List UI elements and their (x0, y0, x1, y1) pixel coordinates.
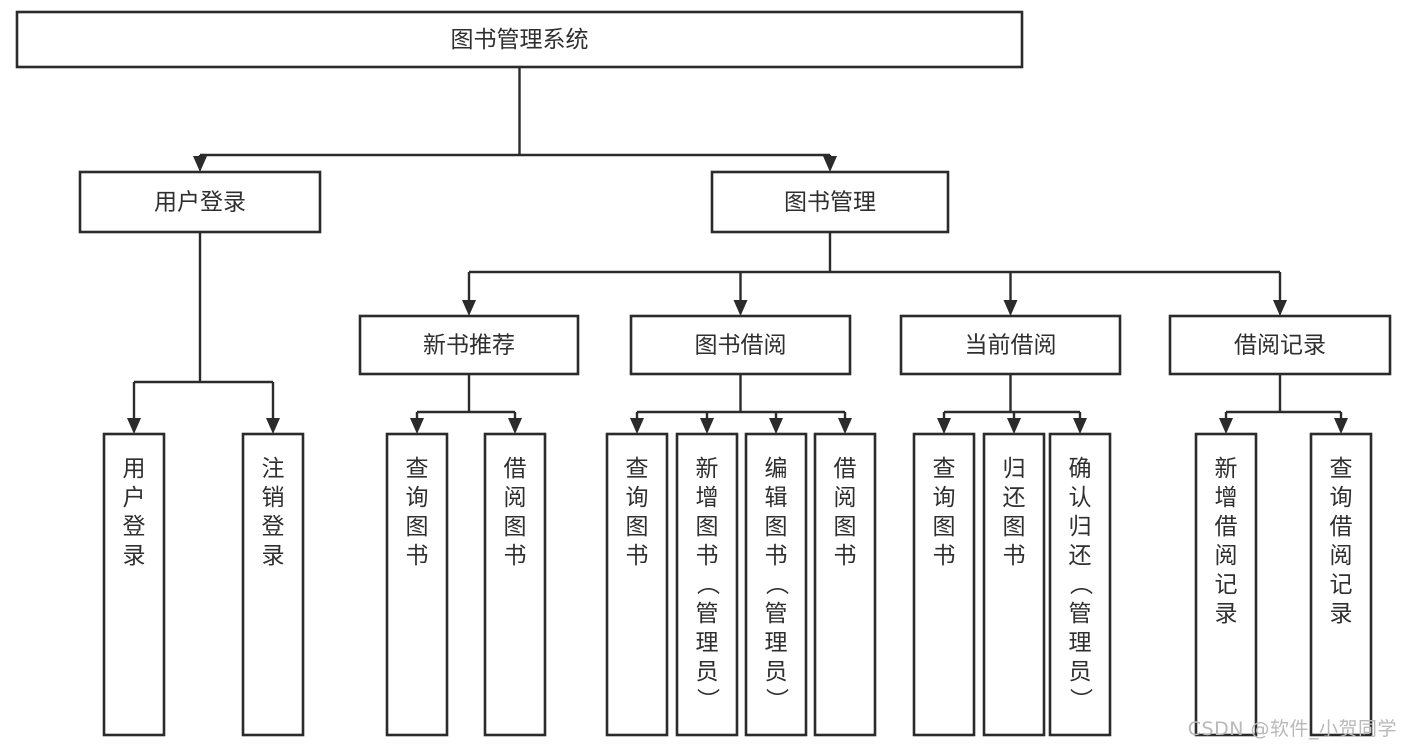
arrow-head-icon (508, 418, 522, 434)
arrow-head-icon (1334, 418, 1348, 434)
arrow-head-icon (410, 418, 424, 434)
node-leaf-query-borrow-record[interactable]: 查询借阅记录 (1309, 432, 1373, 737)
arrow-head-icon (1219, 418, 1233, 434)
arrow-head-icon (838, 418, 852, 434)
node-label: 查询图书 (933, 456, 956, 569)
arrow-head-icon (1073, 418, 1087, 434)
node-box (629, 314, 852, 376)
arrow-head-icon (700, 418, 714, 434)
node-box (1309, 432, 1373, 737)
node-box (813, 432, 877, 737)
node-new-book-recommend[interactable]: 新书推荐 (358, 314, 580, 376)
node-leaf-query-book-current[interactable]: 查询图书 (912, 432, 976, 737)
arrow-head-icon (733, 300, 748, 316)
node-box (1168, 314, 1392, 376)
node-book-borrow[interactable]: 图书借阅 (629, 314, 852, 376)
node-box (483, 432, 547, 737)
node-layer: 图书管理系统用户登录图书管理新书推荐图书借阅当前借阅借阅记录用户登录注销登录查询… (15, 10, 1392, 737)
arrow-head-icon (823, 156, 837, 172)
node-leaf-return-book[interactable]: 归还图书 (982, 432, 1046, 737)
node-leaf-query-book-recommend[interactable]: 查询图书 (385, 432, 449, 737)
node-label: 借阅图书 (834, 456, 857, 569)
node-label: 新书推荐 (423, 333, 515, 359)
node-box (358, 314, 580, 376)
node-box (1048, 432, 1112, 737)
node-label: 确认归还（管理员） (1069, 456, 1094, 714)
node-label: 新增借阅记录 (1215, 456, 1238, 627)
node-box (675, 432, 739, 737)
node-label: 图书管理系统 (451, 27, 589, 53)
arrow-head-icon (1273, 300, 1287, 316)
node-leaf-edit-book[interactable]: 编辑图书（管理员） (744, 432, 808, 737)
node-label: 图书借阅 (695, 333, 787, 359)
node-box (78, 170, 322, 234)
node-root[interactable]: 图书管理系统 (15, 10, 1024, 69)
node-label: 查询图书 (406, 456, 429, 569)
node-leaf-add-borrow-record[interactable]: 新增借阅记录 (1194, 432, 1258, 737)
node-box (982, 432, 1046, 737)
node-leaf-add-book[interactable]: 新增图书（管理员） (675, 432, 739, 737)
arrow-head-icon (127, 418, 141, 434)
node-leaf-user-login[interactable]: 用户登录 (102, 432, 166, 737)
node-leaf-borrow-book-recommend[interactable]: 借阅图书 (483, 432, 547, 737)
node-label: 借阅图书 (504, 456, 527, 569)
node-leaf-user-logout[interactable]: 注销登录 (241, 432, 305, 737)
node-leaf-query-book-borrow[interactable]: 查询图书 (605, 432, 669, 737)
node-box (15, 10, 1024, 69)
connector-layer (127, 67, 1348, 434)
node-label: 查询图书 (626, 456, 649, 569)
arrow-head-icon (630, 418, 644, 434)
node-box (102, 432, 166, 737)
node-book-management[interactable]: 图书管理 (710, 170, 950, 234)
node-label: 归还图书 (1003, 456, 1026, 569)
node-current-borrow[interactable]: 当前借阅 (899, 314, 1122, 376)
arrow-head-icon (937, 418, 951, 434)
node-box (1194, 432, 1258, 737)
node-label: 用户登录 (154, 190, 246, 216)
node-label: 注销登录 (262, 456, 285, 569)
node-label: 图书管理 (784, 190, 876, 216)
node-box (241, 432, 305, 737)
arrow-head-icon (1007, 418, 1021, 434)
node-box (899, 314, 1122, 376)
arrow-head-icon (462, 300, 476, 316)
node-label: 新增图书（管理员） (696, 456, 721, 714)
node-leaf-confirm-return[interactable]: 确认归还（管理员） (1048, 432, 1112, 737)
node-leaf-borrow-book[interactable]: 借阅图书 (813, 432, 877, 737)
node-borrow-record[interactable]: 借阅记录 (1168, 314, 1392, 376)
node-user-login[interactable]: 用户登录 (78, 170, 322, 234)
node-label: 当前借阅 (965, 333, 1057, 359)
node-box (385, 432, 449, 737)
arrow-head-icon (193, 156, 207, 172)
node-box (605, 432, 669, 737)
arrow-head-icon (1003, 300, 1018, 316)
node-box (710, 170, 950, 234)
arrow-head-icon (266, 418, 280, 434)
arrow-head-icon (769, 418, 783, 434)
node-label: 编辑图书（管理员） (765, 456, 790, 714)
node-box (912, 432, 976, 737)
node-label: 用户登录 (123, 456, 146, 569)
node-label: 借阅记录 (1234, 333, 1326, 359)
node-label: 查询借阅记录 (1330, 456, 1353, 627)
node-box (744, 432, 808, 737)
